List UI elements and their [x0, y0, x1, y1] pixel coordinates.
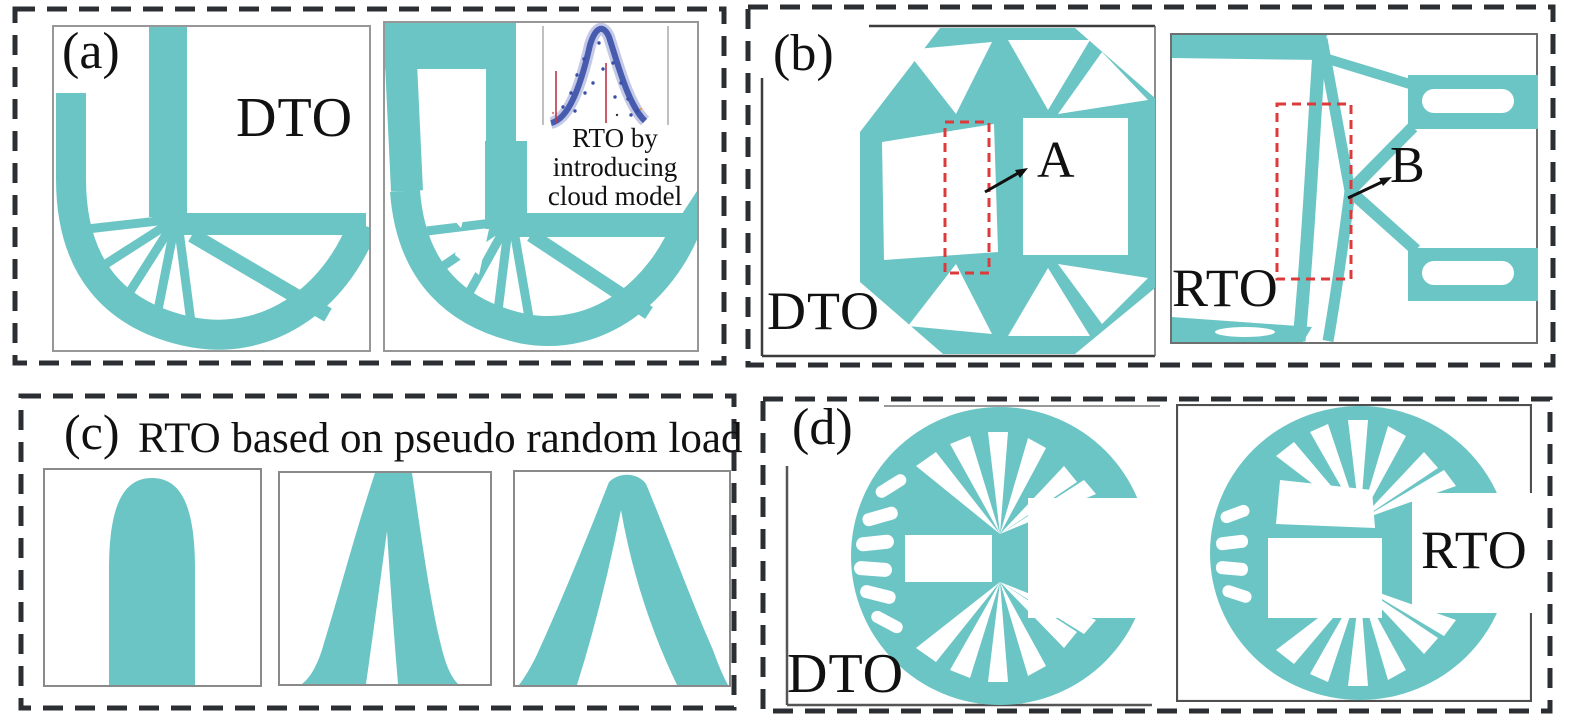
pseudo-load-shape-3	[519, 474, 728, 685]
dto-label-b: DTO	[767, 281, 881, 341]
panel-d: (d) DTO RTO	[760, 396, 1553, 714]
dto-result-box-b	[758, 20, 1158, 358]
rto-structure-b	[1170, 33, 1538, 344]
highlight-region-b	[1275, 102, 1353, 281]
panel-a: (a) DTO RTO by introducing cloud model	[12, 6, 727, 366]
marker-b-label: B	[1390, 137, 1425, 194]
rto-label-d: RTO	[1421, 520, 1528, 580]
wheel-holes-rto-d	[1215, 420, 1532, 686]
scatter-dots	[561, 41, 639, 117]
rto-label-b: RTO	[1172, 258, 1279, 318]
highlight-region-a	[943, 120, 991, 275]
inset-caption-line1: RTO by	[572, 123, 658, 153]
wheel-holes-dto-d	[854, 432, 1160, 682]
dto-label-a: DTO	[236, 87, 354, 149]
dto-structure-a	[56, 27, 369, 350]
marker-b-arrow	[1347, 177, 1392, 200]
dto-result-box-a	[52, 25, 371, 352]
panel-a-tag: (a)	[62, 23, 120, 80]
cloud-model-inset-plot	[542, 23, 669, 129]
panel-d-tag: (d)	[792, 399, 853, 456]
panel-c-tag: (c)	[64, 404, 120, 460]
rto-structure-d	[1176, 404, 1532, 702]
slot-holes	[1215, 89, 1514, 337]
dto-structure-b	[760, 24, 1156, 358]
panel-c-dashed-border	[18, 393, 737, 711]
inset-caption-line2: introducing	[552, 152, 678, 182]
pseudo-load-box-1	[43, 468, 262, 687]
pseudo-load-box-3	[513, 470, 731, 687]
pseudo-load-box-2	[278, 471, 492, 686]
panel-b-dashed-border	[745, 4, 1556, 368]
panel-c-title: RTO based on pseudo random load	[138, 415, 743, 462]
panel-b: (b) DTO A RTO B	[745, 4, 1556, 368]
pseudo-load-shape-2	[302, 473, 458, 684]
inset-caption: RTO by introducing cloud model	[515, 124, 715, 211]
rto-result-box-b	[1170, 33, 1538, 344]
dto-result-box-d	[778, 404, 1160, 707]
panel-b-tag: (b)	[773, 25, 834, 82]
marker-a-arrow	[984, 168, 1028, 194]
pseudo-load-shape-1	[109, 478, 195, 685]
dto-label-d: DTO	[787, 643, 905, 705]
dto-structure-d	[785, 405, 1160, 707]
rto-result-box-d	[1176, 404, 1532, 702]
rto-result-box-a	[383, 21, 699, 352]
truss-holes	[425, 73, 489, 275]
marker-a-label: A	[1037, 132, 1075, 189]
octagon-holes	[882, 40, 1148, 336]
panel-d-dashed-border	[760, 396, 1553, 714]
panel-c: (c) RTO based on pseudo random load	[18, 393, 743, 711]
panel-a-dashed-border	[12, 6, 727, 366]
inset-caption-line3: cloud model	[547, 181, 683, 211]
rto-structure-a	[385, 23, 697, 346]
